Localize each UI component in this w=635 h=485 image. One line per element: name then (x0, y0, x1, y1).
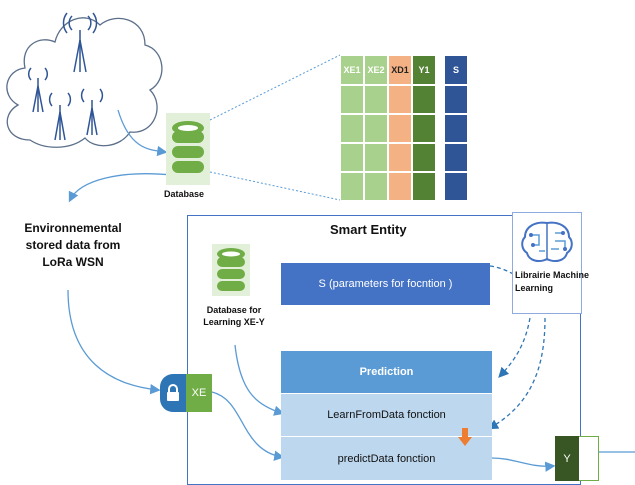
smart-entity-title: Smart Entity (330, 222, 407, 237)
predict-function-label: predictData fonction (337, 452, 436, 465)
table-cell-s (444, 114, 468, 143)
table-cell (388, 143, 412, 172)
table-cell (340, 114, 364, 143)
wsn-data-label: Environnemental stored data from LoRa WS… (18, 220, 128, 271)
learning-database-label-line: Database for (206, 305, 262, 315)
database-label: Database (164, 189, 205, 199)
cloud-shape (6, 17, 163, 148)
prediction-header: Prediction (281, 351, 492, 393)
ml-library-box: Librairie Machine Learning (512, 212, 589, 314)
learning-database-label: Database for Learning XE-Y (194, 304, 274, 328)
column-header-s: S (444, 55, 468, 85)
antenna-icon (27, 67, 49, 113)
database-node: Database (164, 113, 210, 203)
parameters-label: S (parameters for focntion ) (318, 278, 453, 290)
database-icon (172, 121, 204, 173)
table-cell (388, 172, 412, 201)
learning-database-label-line: Learning XE-Y (203, 317, 265, 327)
column-header-xe1: XE1 (340, 55, 364, 85)
table-cell (340, 85, 364, 114)
y-output-label: Y (563, 452, 571, 465)
table-cell-s (444, 143, 468, 172)
table-cell (364, 143, 388, 172)
antenna-icon (80, 88, 104, 136)
table-cell (364, 85, 388, 114)
y-output-box: Y (555, 436, 579, 481)
wsn-cloud (6, 12, 163, 148)
learning-database-node: Database for Learning XE-Y (203, 244, 268, 344)
table-cell-s (444, 172, 468, 201)
table-cell (388, 114, 412, 143)
ml-library-label-line: Learning (515, 283, 554, 293)
table-cell (340, 143, 364, 172)
column-header-y1: Y1 (412, 55, 436, 85)
database-icon (217, 248, 245, 291)
table-cell (388, 85, 412, 114)
learn-function-label: LearnFromData fonction (327, 409, 446, 421)
table-cell (412, 85, 436, 114)
wsn-data-label-line: Environnemental (24, 221, 122, 235)
lock-badge (160, 374, 186, 412)
table-cell (412, 114, 436, 143)
table-cell (364, 114, 388, 143)
data-table: XE1 XE2 XD1 Y1 S (340, 55, 470, 205)
antenna-icon (62, 12, 98, 73)
table-cell (412, 172, 436, 201)
brain-icon (521, 221, 573, 262)
ml-library-label-line: Librairie Machine (515, 270, 590, 280)
down-arrow-icon (458, 428, 472, 446)
wsn-data-label-line: LoRa WSN (42, 255, 104, 269)
table-cell (340, 172, 364, 201)
lock-icon (167, 384, 179, 401)
xe-input-label: XE (191, 387, 207, 399)
learn-function-box: LearnFromData fonction (281, 393, 492, 436)
wsn-data-label-line: stored data from (25, 238, 121, 252)
prediction-label: Prediction (359, 366, 414, 378)
column-header-xd1: XD1 (388, 55, 412, 85)
y-output-extension (579, 436, 599, 481)
table-cell (364, 172, 388, 201)
ml-library-label: Librairie Machine Learning (515, 269, 589, 295)
parameters-box: S (parameters for focntion ) (281, 263, 490, 305)
column-header-xe2: XE2 (364, 55, 388, 85)
predict-function-box: predictData fonction (281, 436, 492, 480)
table-cell (412, 143, 436, 172)
antenna-icon (48, 92, 72, 141)
xe-input-box: XE (186, 374, 212, 412)
table-cell-s (444, 85, 468, 114)
